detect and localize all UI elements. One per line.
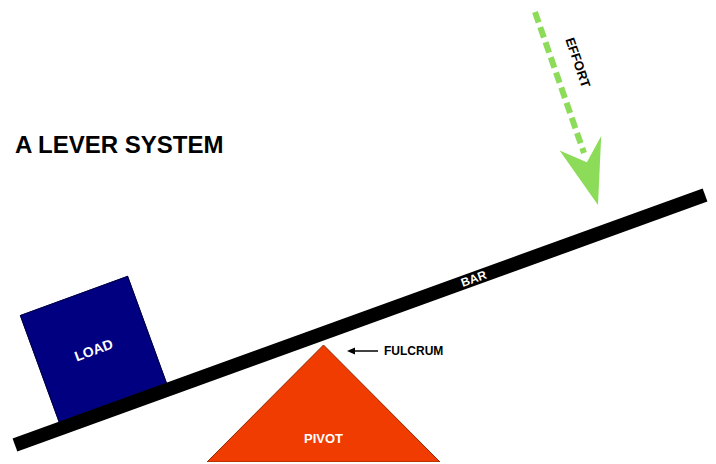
diagram-title: A LEVER SYSTEM (15, 131, 223, 159)
node-label: BAR (459, 268, 488, 290)
fulcrum-label: FULCRUM (384, 344, 443, 358)
effort-label: EFFORT (562, 35, 593, 89)
pivot-shape (207, 345, 440, 462)
fulcrum-arrowhead (347, 348, 355, 355)
node-label: LOAD (72, 335, 115, 364)
fulcrum-leader (354, 350, 378, 352)
effort-arrowhead (560, 136, 602, 205)
pivot-triangle: PIVOT (207, 345, 440, 462)
node-label: PIVOT (207, 431, 440, 446)
